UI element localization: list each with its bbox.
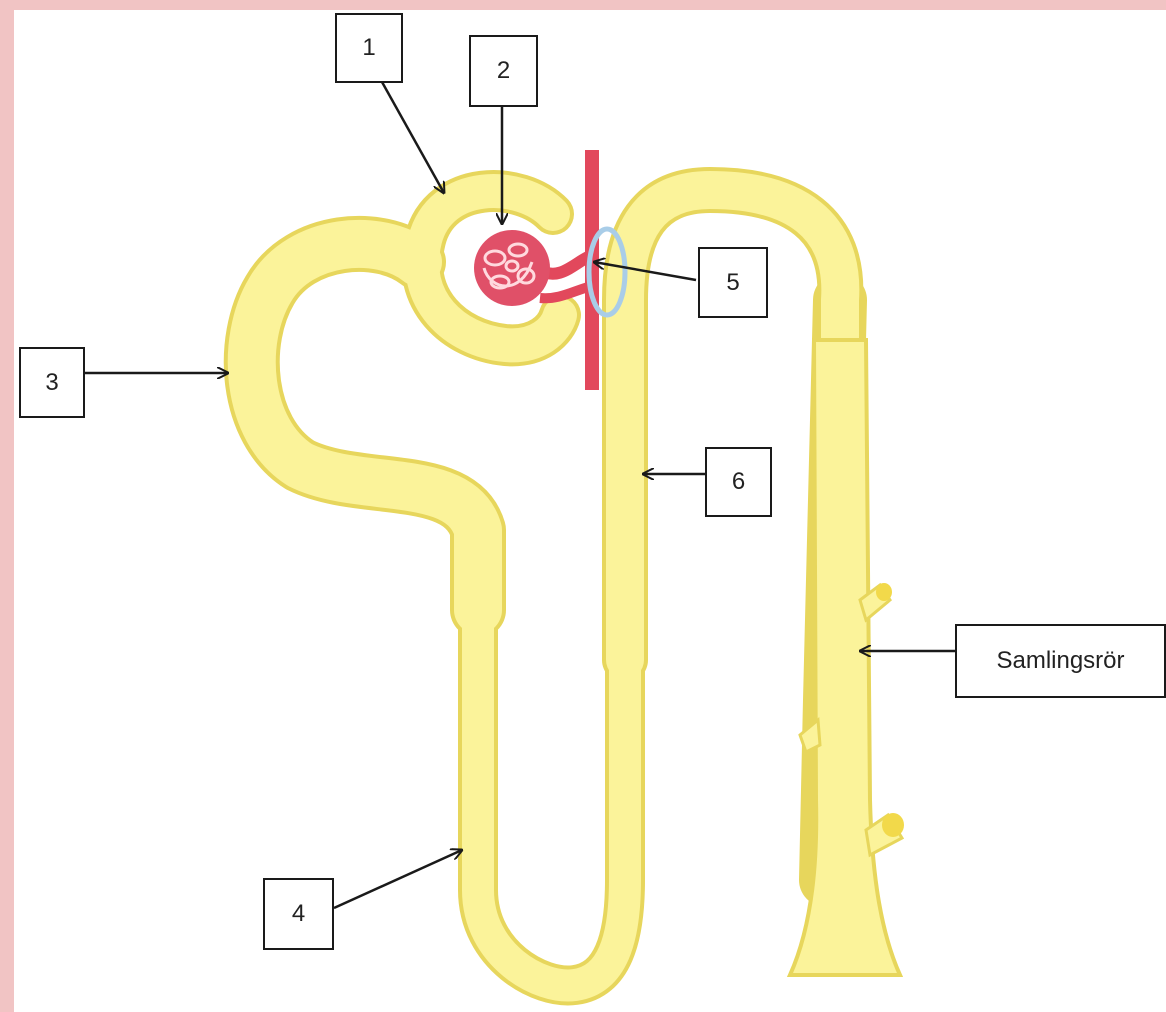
duct-branch-1-opening [876, 583, 892, 601]
arrow-1 [382, 82, 444, 193]
label-1: 1 [335, 13, 403, 83]
diagram-canvas: 1 2 3 4 5 6 Samlingsrör [14, 10, 1166, 1012]
label-2: 2 [469, 35, 538, 107]
arrow-4 [334, 850, 462, 908]
glomerulus [474, 230, 550, 306]
label-5: 5 [698, 247, 768, 318]
efferent-arteriole [540, 286, 592, 298]
nephron-diagram [14, 10, 1166, 1012]
label-4: 4 [263, 878, 334, 950]
label-3: 3 [19, 347, 85, 418]
label-6: 6 [705, 447, 772, 517]
label-samlingsror: Samlingsrör [955, 624, 1166, 698]
duct-branch-3-opening [882, 813, 904, 837]
